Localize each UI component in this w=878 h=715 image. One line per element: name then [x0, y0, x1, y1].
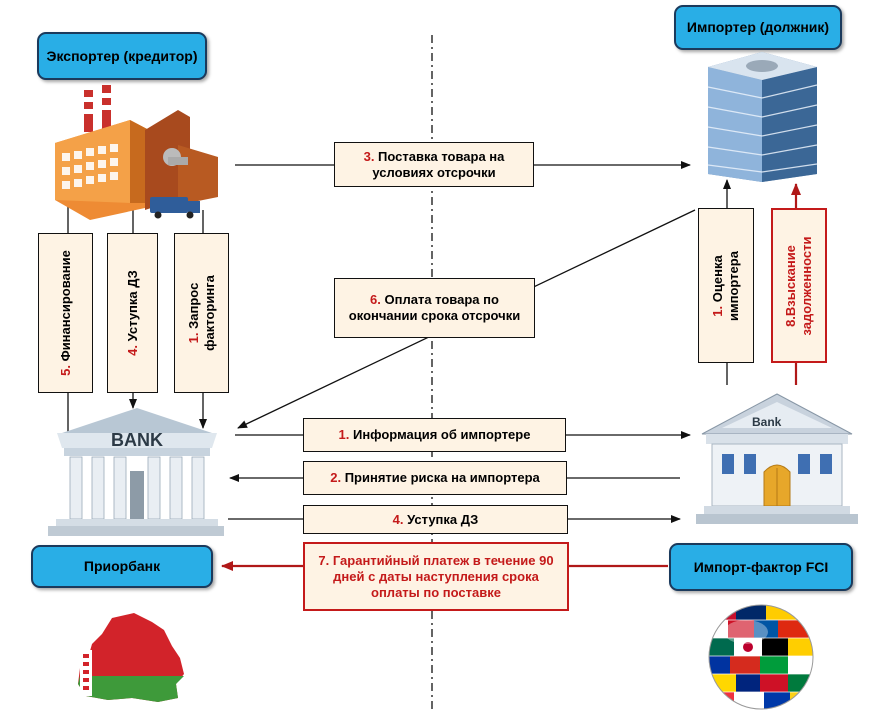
office-building-icon: [707, 52, 818, 182]
factory-icon: [55, 85, 218, 220]
bank2-sign: Bank: [752, 415, 782, 429]
step-6-number: 6.: [370, 292, 381, 307]
step-1-info-box: 1. Информация об импортере: [303, 418, 566, 452]
step-8-debt-collection-box: 8.Взыскание задолженности: [771, 208, 827, 363]
step-2-text: Принятие риска на импортера: [341, 470, 540, 485]
importer-label: Импортер (должник): [674, 5, 842, 50]
step-1-info-number: 1.: [338, 427, 350, 442]
exporter-label: Экспортер (кредитор): [37, 32, 207, 80]
step-5-number: 5.: [57, 365, 73, 376]
step-1-importer-assessment-box: 1. Оценка импортера: [698, 208, 754, 363]
import-factor-label: Импорт-фактор FCI: [669, 543, 853, 591]
step-6-text: Оплата товара по окончании срока отсрочк…: [348, 292, 521, 323]
step-1-request-number: 1.: [185, 332, 201, 344]
step-3-number: 3.: [363, 148, 375, 164]
belarus-map-icon: [78, 613, 184, 702]
priorbank-label: Приорбанк: [31, 545, 213, 588]
step-4-assignment-vertical-box: 4. Уступка ДЗ: [107, 233, 158, 393]
step-3-text: Поставка товара на условиях отсрочки: [372, 148, 505, 180]
step-7-number: 7.: [318, 552, 330, 568]
step-3-box: 3. Поставка товара на условиях отсрочки: [334, 142, 534, 187]
step-5-text: Финансирование: [57, 250, 73, 366]
bank-building-icon: Bank: [696, 393, 858, 524]
step-8-number: 8.: [783, 315, 798, 327]
step-7-text: Гарантийный платеж в течение 90 дней с д…: [329, 552, 554, 600]
step-2-number: 2.: [330, 470, 342, 485]
step-5-financing-box: 5. Финансирование: [38, 233, 93, 393]
step-4-text: Уступка ДЗ: [403, 511, 479, 527]
step-4-vertical-number: 4.: [124, 344, 140, 356]
step-1-info-text: Информация об импортере: [349, 427, 531, 442]
step-7-box: 7. Гарантийный платеж в течение 90 дней …: [303, 542, 569, 611]
bank-sign: BANK: [111, 430, 163, 450]
world-flags-globe-icon: [708, 604, 814, 710]
bank-building-icon: BANK: [48, 408, 224, 536]
step-2-box: 2. Принятие риска на импортера: [303, 461, 567, 495]
step-4-number: 4.: [392, 511, 404, 527]
step-6-box: 6. Оплата товара по окончании срока отср…: [334, 278, 535, 338]
step-4-vertical-text: Уступка ДЗ: [124, 270, 140, 345]
step-1-factoring-request-box: 1. Запрос факторинга: [174, 233, 229, 393]
step-4-assignment-box: 4. Уступка ДЗ: [303, 505, 568, 534]
step-1-assessment-number: 1.: [710, 305, 725, 317]
